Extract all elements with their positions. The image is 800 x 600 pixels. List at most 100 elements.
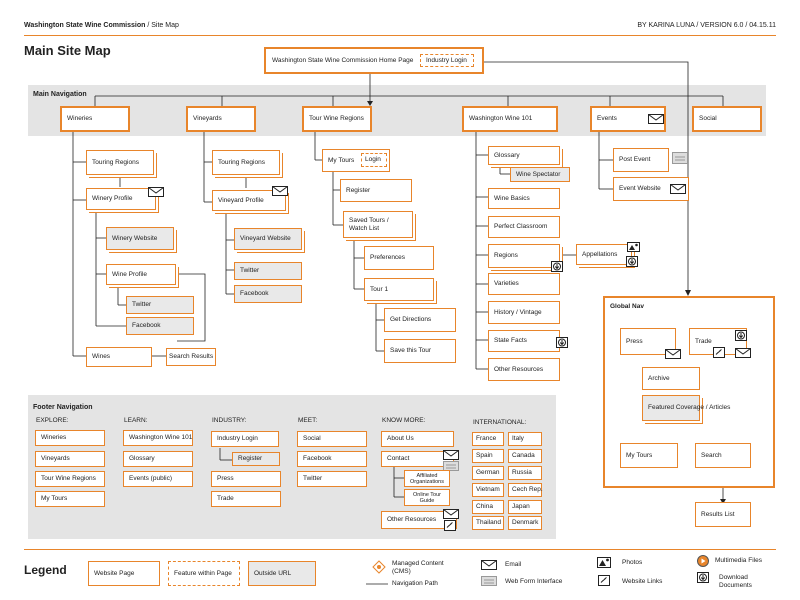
email-icon xyxy=(648,114,664,124)
legend-divider xyxy=(24,549,776,550)
winery-facebook[interactable]: Facebook xyxy=(126,317,194,335)
wine-basics[interactable]: Wine Basics xyxy=(488,188,560,209)
footer-industry-login[interactable]: Industry Login xyxy=(211,431,279,447)
nav-washington-wine-101[interactable]: Washington Wine 101 xyxy=(462,106,558,132)
results-list[interactable]: Results List xyxy=(695,502,751,527)
email-icon xyxy=(481,560,497,570)
global-nav-label: Global Nav xyxy=(610,303,644,310)
saved-tours[interactable]: Saved Tours / Watch List xyxy=(343,211,413,238)
wine-spectator[interactable]: Wine Spectator xyxy=(510,167,570,182)
save-this-tour[interactable]: Save this Tour xyxy=(384,339,456,363)
footer-meet-item[interactable]: Facebook xyxy=(297,451,367,467)
history-vintage[interactable]: History / Vintage xyxy=(488,301,560,324)
varieties[interactable]: Varieties xyxy=(488,273,560,295)
header-bar: Washington State Wine Commission / Site … xyxy=(24,22,776,36)
footer-country[interactable]: Vietnam xyxy=(472,483,504,497)
footer-tour-guide[interactable]: Online Tour Guide xyxy=(404,489,450,506)
wineries-touring-regions[interactable]: Touring Regions xyxy=(86,150,154,175)
nav-tour-wine-regions[interactable]: Tour Wine Regions xyxy=(302,106,372,132)
footer-nav-panel xyxy=(28,395,556,539)
tour-preferences[interactable]: Preferences xyxy=(364,246,434,270)
vineyard-facebook[interactable]: Facebook xyxy=(234,285,302,303)
footer-country[interactable]: France xyxy=(472,432,504,446)
regions[interactable]: Regions xyxy=(488,244,560,268)
featured-coverage[interactable]: Featured Coverage / Articles xyxy=(642,395,730,421)
winery-profile[interactable]: Winery Profile xyxy=(86,188,156,210)
home-page-label: Washington State Wine Commission Home Pa… xyxy=(272,56,414,64)
footer-explore-item[interactable]: Wineries xyxy=(35,430,105,446)
other-resources[interactable]: Other Resources xyxy=(488,358,560,381)
archive[interactable]: Archive xyxy=(642,367,700,390)
footer-country[interactable]: Spain xyxy=(472,449,504,463)
web-form-icon xyxy=(481,576,497,586)
wine-profile[interactable]: Wine Profile xyxy=(106,264,176,285)
email-icon xyxy=(665,349,681,359)
footer-industry-register[interactable]: Register xyxy=(232,452,280,466)
header-org: Washington State Wine Commission xyxy=(24,22,146,29)
wines-page[interactable]: Wines xyxy=(86,347,152,367)
footer-explore-item[interactable]: Vineyards xyxy=(35,451,105,467)
nav-social[interactable]: Social xyxy=(692,106,762,132)
footer-country[interactable]: Cech Rep. xyxy=(508,483,543,497)
download-icon xyxy=(626,256,638,267)
vineyards-touring-regions[interactable]: Touring Regions xyxy=(212,150,280,175)
footer-learn-item[interactable]: Washington Wine 101 xyxy=(123,430,193,446)
get-directions[interactable]: Get Directions xyxy=(384,308,456,332)
home-page-box[interactable]: Washington State Wine Commission Home Pa… xyxy=(264,47,484,74)
footer-explore-item[interactable]: My Tours xyxy=(35,491,105,507)
footer-industry-press[interactable]: Press xyxy=(211,471,281,487)
footer-country[interactable]: Italy xyxy=(508,432,542,446)
glossary[interactable]: Glossary xyxy=(488,146,560,165)
nav-vineyards[interactable]: Vineyards xyxy=(186,106,256,132)
footer-country[interactable]: Thailand xyxy=(472,516,504,530)
footer-learn-item[interactable]: Glossary xyxy=(123,451,193,467)
email-icon xyxy=(670,184,686,194)
footer-contact[interactable]: Contact xyxy=(381,451,454,467)
footer-explore-item[interactable]: Tour Wine Regions xyxy=(35,471,105,487)
global-my-tours[interactable]: My Tours xyxy=(620,443,678,468)
footer-meet-item[interactable]: Social xyxy=(297,431,367,447)
legend-photos: Photos xyxy=(622,559,643,566)
footer-learn-item[interactable]: Events (public) xyxy=(123,471,193,487)
footer-country[interactable]: Canada xyxy=(508,449,542,463)
footer-learn-head: LEARN: xyxy=(124,417,148,424)
footer-other-resources[interactable]: Other Resources xyxy=(381,511,457,529)
winery-website[interactable]: Winery Website xyxy=(106,227,174,250)
winery-twitter[interactable]: Twitter xyxy=(126,296,194,314)
global-search[interactable]: Search xyxy=(695,443,751,468)
footer-affiliated[interactable]: Affiliated Organizations xyxy=(404,470,450,487)
footer-intl-head: INTERNATIONAL: xyxy=(473,419,527,426)
footer-country[interactable]: China xyxy=(472,500,504,514)
vineyard-twitter[interactable]: Twitter xyxy=(234,262,302,280)
legend-download: Download Documents xyxy=(719,574,752,589)
industry-login-feature[interactable]: Industry Login xyxy=(420,54,474,67)
email-icon xyxy=(148,187,164,197)
appellations[interactable]: Appellations xyxy=(576,244,632,265)
legend-feature-within-page: Feature within Page xyxy=(168,561,240,586)
vineyard-website[interactable]: Vineyard Website xyxy=(234,228,302,250)
wineries-search-results[interactable]: Search Results xyxy=(166,348,216,366)
footer-industry-trade[interactable]: Trade xyxy=(211,491,281,507)
tour-login-feature[interactable]: Login xyxy=(361,153,387,167)
photos-icon xyxy=(597,557,611,568)
footer-country[interactable]: Denmark xyxy=(508,516,542,530)
vineyard-profile[interactable]: Vineyard Profile xyxy=(212,190,286,211)
state-facts[interactable]: State Facts xyxy=(488,330,560,352)
link-icon xyxy=(598,575,610,586)
web-form-icon xyxy=(672,152,688,164)
footer-meet-item[interactable]: Twitter xyxy=(297,471,367,487)
perfect-classroom[interactable]: Perfect Classroom xyxy=(488,216,560,238)
nav-events[interactable]: Events xyxy=(590,106,666,132)
footer-about-us[interactable]: About Us xyxy=(381,431,454,447)
tour-register[interactable]: Register xyxy=(340,179,412,202)
footer-country[interactable]: Japan xyxy=(508,500,542,514)
post-event[interactable]: Post Event xyxy=(613,148,669,172)
managed-content-icon xyxy=(372,560,386,574)
footer-country[interactable]: Russia xyxy=(508,466,542,480)
nav-wineries[interactable]: Wineries xyxy=(60,106,130,132)
tour-1[interactable]: Tour 1 xyxy=(364,278,434,301)
footer-nav-label: Footer Navigation xyxy=(33,404,93,411)
navigation-path-line xyxy=(366,583,388,585)
download-icon xyxy=(735,330,747,341)
footer-country[interactable]: German xyxy=(472,466,504,480)
